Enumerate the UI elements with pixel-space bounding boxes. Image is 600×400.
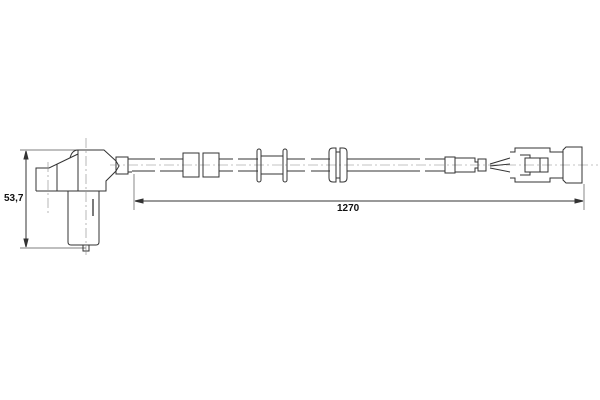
cable bbox=[132, 147, 511, 183]
clip-2 bbox=[282, 148, 288, 183]
sleeve-2 bbox=[202, 152, 220, 178]
connector-housing bbox=[562, 146, 583, 184]
height-dimension-label: 53,7 bbox=[4, 193, 24, 204]
sleeve-1 bbox=[182, 152, 200, 178]
height-dimension bbox=[20, 149, 86, 249]
clip-1 bbox=[256, 148, 262, 183]
length-dimension-label: 1270 bbox=[337, 203, 360, 214]
length-dimension bbox=[133, 174, 585, 210]
connector bbox=[510, 146, 583, 184]
sensor-body bbox=[67, 191, 100, 252]
wire-split bbox=[489, 157, 511, 173]
crimp-sleeve bbox=[444, 156, 456, 174]
sensor-head bbox=[35, 149, 132, 192]
grommet bbox=[328, 147, 348, 183]
